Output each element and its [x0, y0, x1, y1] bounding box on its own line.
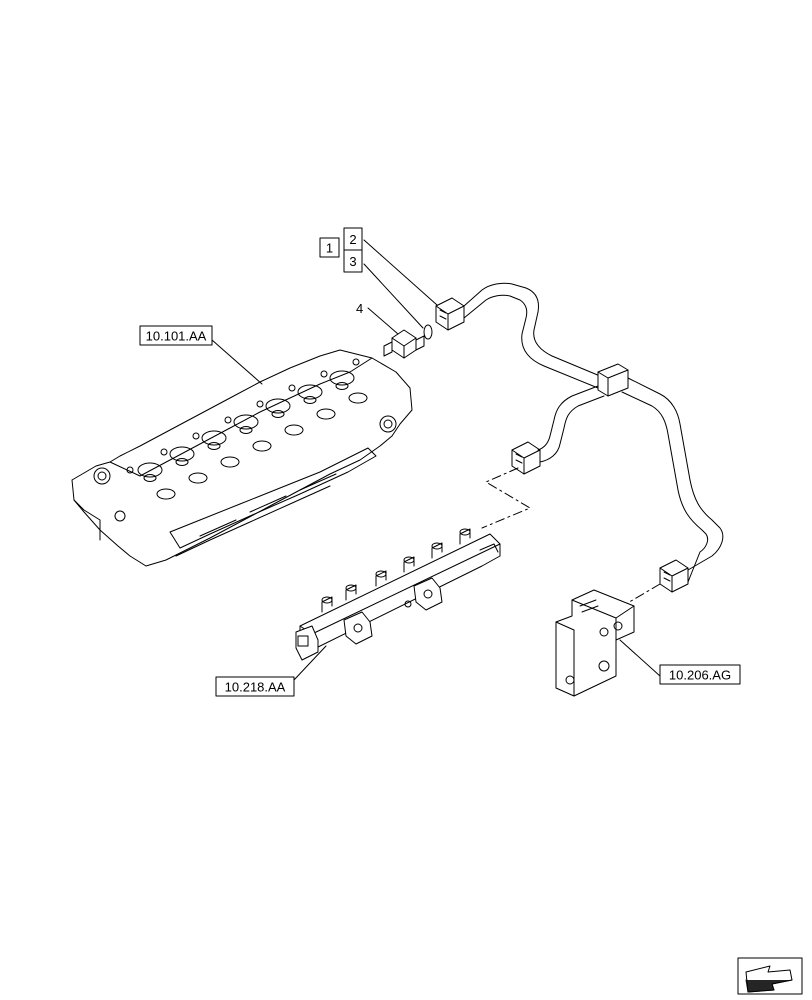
front-port — [93, 467, 111, 485]
ref-box-cylinder-head[interactable]: 10.101.AA — [139, 325, 213, 346]
leader-line-bracket — [619, 639, 661, 677]
callout-2-label: 2 — [349, 232, 356, 247]
ref-box-bracket[interactable]: 10.206.AG — [659, 664, 741, 685]
ref-label-cylinder-head: 10.101.AA — [146, 329, 207, 344]
arrow-icon[interactable] — [737, 957, 803, 995]
dashed-route-rail — [481, 467, 531, 529]
ref-label-fuel-rail: 10.218.AA — [225, 680, 286, 695]
leader-line-4 — [367, 307, 399, 335]
callout-4-label[interactable]: 4 — [356, 301, 363, 316]
mounting-bracket[interactable] — [555, 589, 635, 697]
dashed-route-bracket — [625, 583, 661, 605]
o-ring-item-3[interactable] — [423, 324, 433, 340]
rail-outlets — [321, 528, 471, 613]
fuel-rail[interactable] — [295, 528, 501, 661]
leader-line-fuel-rail — [293, 645, 327, 681]
connector-item-4[interactable] — [383, 329, 425, 359]
leader-line-cylinder-head — [211, 339, 263, 385]
group-number-label: 1 — [326, 241, 333, 256]
valve-wells — [137, 370, 368, 500]
group-callout[interactable]: 1 2 3 — [319, 227, 363, 273]
wiring-harness[interactable] — [463, 282, 724, 583]
head-bolts — [126, 358, 360, 474]
callout-3-label: 3 — [349, 254, 356, 269]
cylinder-head[interactable] — [71, 349, 413, 567]
group-number-box — [319, 237, 340, 258]
leader-line-3 — [363, 263, 424, 329]
leader-line-2 — [363, 239, 447, 314]
bracket-hole — [599, 627, 609, 637]
harness-connector-item-2[interactable] — [435, 297, 465, 331]
ref-label-bracket: 10.206.AG — [669, 668, 731, 683]
harness-connector-bracket[interactable] — [659, 559, 689, 593]
ref-box-fuel-rail[interactable]: 10.218.AA — [215, 676, 295, 697]
harness-connector-rail[interactable] — [511, 441, 541, 475]
